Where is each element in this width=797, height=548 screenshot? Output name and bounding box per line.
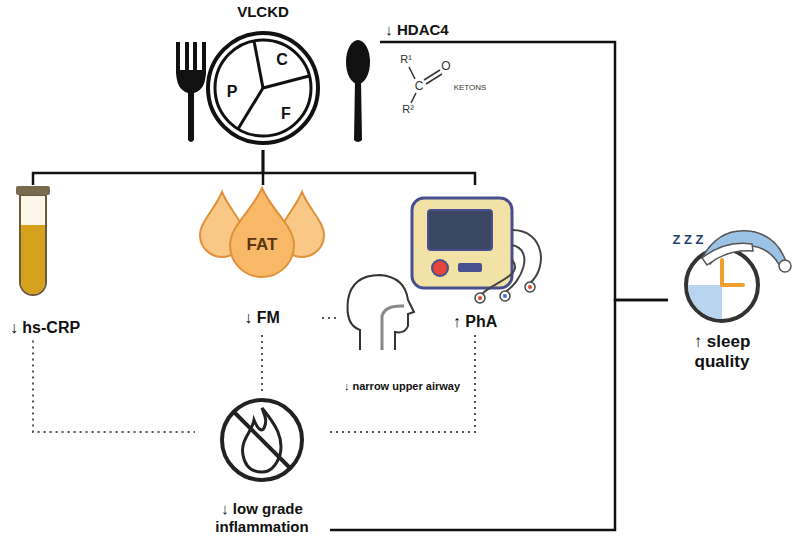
device-body: [412, 198, 512, 288]
dotted-connector: [33, 341, 195, 432]
inflammation-node: ↓ low grade inflammation: [195, 393, 330, 543]
electrode-dot: [478, 296, 482, 300]
connector-line: [263, 150, 475, 185]
tube-glass: [20, 195, 46, 295]
connector-line: [33, 150, 263, 185]
connector-line: [330, 300, 668, 530]
sleep-z: Z Z Z: [672, 232, 703, 248]
chem-label: O: [441, 59, 450, 73]
marker-label: ↓ hs-CRP: [10, 318, 80, 337]
inflammation-label: ↓ low grade inflammation: [202, 500, 322, 536]
bia-device-icon: [412, 198, 541, 303]
airway-node: ↓ narrow upper airway: [340, 272, 465, 402]
drop-label: FAT: [247, 235, 278, 255]
device-button: [432, 260, 448, 276]
clock-hand: [722, 283, 743, 287]
plate-inner: [215, 40, 311, 136]
electrode: [525, 282, 535, 292]
chem-label: R²: [402, 103, 414, 116]
diet-title: VLCKD: [237, 3, 289, 21]
dotted-connector: [322, 317, 340, 319]
pie-divider: [238, 88, 263, 129]
device-key: [458, 263, 482, 272]
electrode: [475, 293, 485, 303]
airway-icon: [348, 275, 415, 350]
fat-drops-node: FAT ↓ FM: [202, 185, 322, 335]
outcome-label: ↑ sleep quality: [677, 332, 767, 373]
ketone-structure: [409, 67, 442, 103]
fork-handle: [176, 70, 206, 142]
electrode-dot: [528, 285, 532, 289]
bond: [411, 93, 416, 103]
device-screen: [428, 210, 492, 250]
chem-label: C: [415, 79, 424, 93]
dotted-connector: [330, 335, 475, 432]
cap-pompom: [779, 260, 791, 272]
macro-label: F: [281, 104, 291, 123]
bond: [409, 67, 415, 79]
marker-label: ↑ PhA: [453, 312, 497, 331]
pie-divider: [254, 41, 263, 88]
bond: [424, 70, 440, 80]
plate-icon: [208, 33, 318, 143]
bia-device-node: ↑ PhA: [400, 185, 550, 335]
fork-tine: [185, 42, 189, 74]
macro-label: P: [227, 82, 238, 101]
fork-tine: [176, 42, 180, 74]
sign-slash: [234, 412, 290, 468]
spoon-icon: [346, 40, 370, 142]
electrode-dot: [503, 294, 507, 298]
fat-drops-icon: [200, 188, 324, 277]
connector-line: [380, 42, 668, 300]
chem-label: R¹: [400, 53, 412, 66]
fork-tine: [202, 42, 206, 74]
electrode: [500, 291, 510, 301]
night-cap: [702, 231, 786, 266]
chem-label: KETONS: [454, 83, 487, 93]
plate-rim: [208, 33, 318, 143]
sign-ring: [222, 400, 302, 480]
fork-tine: [193, 42, 197, 74]
edge-label: ↓ HDAC4: [383, 21, 450, 39]
device-cable: [482, 260, 515, 294]
head-outline: [348, 275, 415, 350]
airway-label: ↓ narrow upper airway: [344, 380, 460, 393]
fork-icon: [176, 42, 206, 142]
spoon-handle: [354, 80, 362, 142]
diet-plate: VLCKD P C F: [165, 0, 380, 150]
clock-face: [686, 249, 758, 321]
tube-cap: [16, 186, 50, 195]
dotted-connector: [261, 335, 263, 393]
clock-shade: [688, 285, 722, 319]
test-tube-node: ↓ hs-CRP: [5, 185, 115, 341]
spoon-bowl: [346, 40, 370, 84]
fat-drop: [230, 188, 294, 277]
marker-label: ↓ FM: [244, 308, 280, 327]
bond: [426, 74, 442, 84]
test-tube-icon: [16, 186, 50, 295]
sleep-node: Z Z Z ↑ sleep quality: [668, 222, 788, 382]
clock-hand: [720, 260, 724, 285]
airway-tube: [382, 306, 404, 350]
tube-liquid: [21, 225, 45, 294]
cap-band: [702, 243, 753, 265]
macro-label: C: [276, 50, 288, 69]
pie-divider: [263, 76, 309, 88]
no-fire-icon: [222, 400, 302, 480]
device-cable: [512, 230, 541, 283]
